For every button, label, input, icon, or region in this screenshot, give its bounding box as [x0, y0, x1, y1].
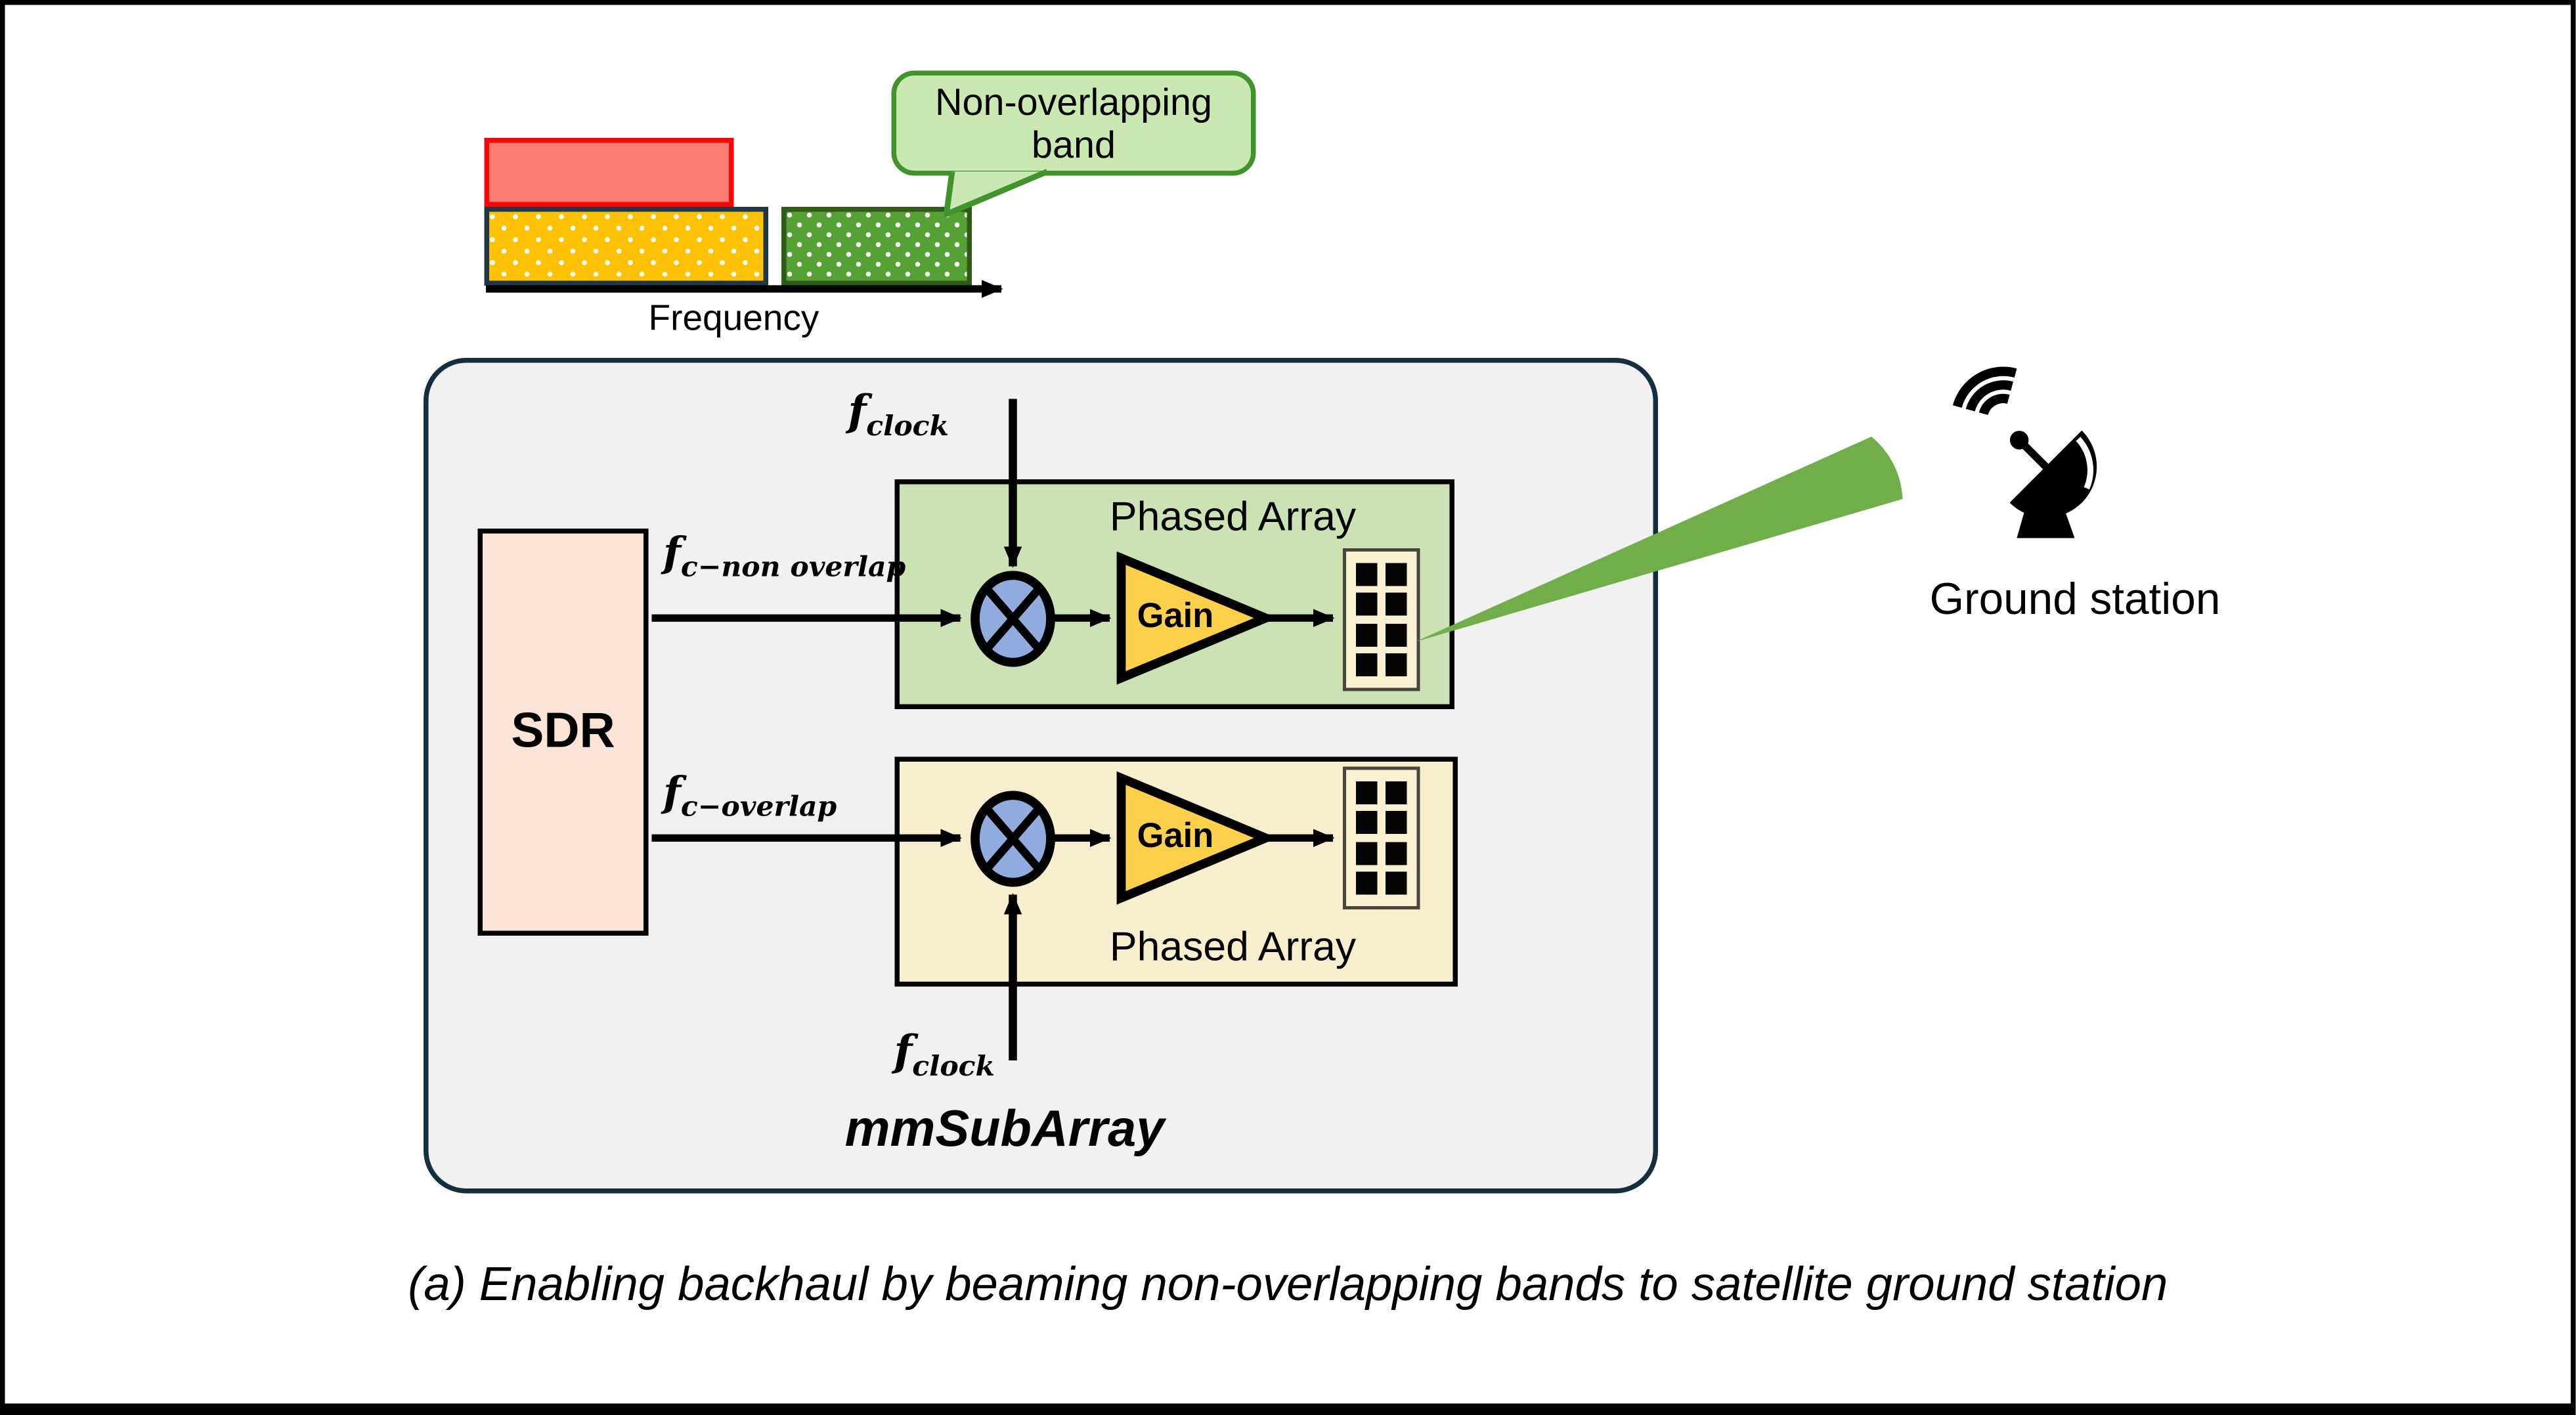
signal-waves-icon: [1952, 366, 2017, 416]
caption-prefix: (a): [408, 1259, 466, 1312]
non-overlapping-band-callout: Non-overlapping band: [891, 70, 1256, 176]
non-overlap-band: [781, 207, 972, 286]
gain-label-bottom: Gain: [1137, 817, 1214, 856]
f-clock-label-top: fclock: [848, 387, 949, 444]
sdr-block: SDR: [477, 529, 649, 936]
antenna-array-icon-top: [1343, 548, 1420, 691]
caption-text: Enabling backhaul by beaming non-overlap…: [479, 1259, 2168, 1312]
frequency-axis-label: Frequency: [648, 297, 819, 339]
overlap-band: [484, 207, 768, 286]
antenna-array-icon-bottom: [1343, 766, 1420, 909]
callout-line1: Non-overlapping: [935, 80, 1212, 123]
f-c-non-overlap-label: fc−non overlap: [663, 529, 906, 584]
ground-station-label: Ground station: [1929, 575, 2221, 624]
satellite-dish-icon: [1952, 366, 2097, 538]
f-clock-label-bottom: fclock: [894, 1028, 995, 1084]
callout-line2: band: [1032, 123, 1116, 166]
phased-array-label-top: Phased Array: [1109, 494, 1357, 540]
overlapping-interferer-band: [484, 138, 734, 207]
phased-array-label-bottom: Phased Array: [1109, 924, 1357, 970]
f-c-overlap-label: fc−overlap: [663, 768, 837, 824]
gain-label-top: Gain: [1137, 598, 1214, 636]
sdr-label: SDR: [511, 704, 615, 759]
mmsubarray-title: mmSubArray: [844, 1100, 1165, 1158]
figure-caption: (a)Enabling backhaul by beaming non-over…: [0, 1259, 2576, 1314]
